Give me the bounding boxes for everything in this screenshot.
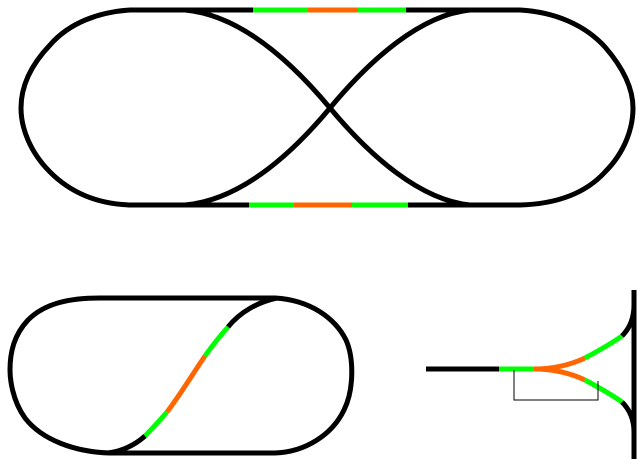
wye-lower-green [583,377,624,405]
wye-feedback-wire [513,370,599,401]
figure-eight-outer-left-loop [18,7,255,208]
figure-eight-diagonal-b [184,7,471,208]
figure-eight-layout [18,7,636,208]
reverse-loop-layout [7,295,355,456]
reverse-loop-diagonal-top [226,295,278,329]
wye-upper-green [583,333,624,361]
reverse-loop-diagonal-green-upper [202,325,230,358]
reverse-loop-oval [7,295,355,456]
wye-turnout-layout [426,290,637,459]
wye-lower-orange [533,366,587,383]
reverse-loop-diagonal-orange [165,354,208,414]
figure-eight-outer-right-loop [405,7,636,208]
reverse-loop-diagonal-green-lower [143,410,169,438]
reverse-loop-diagonal-bottom [107,434,147,456]
